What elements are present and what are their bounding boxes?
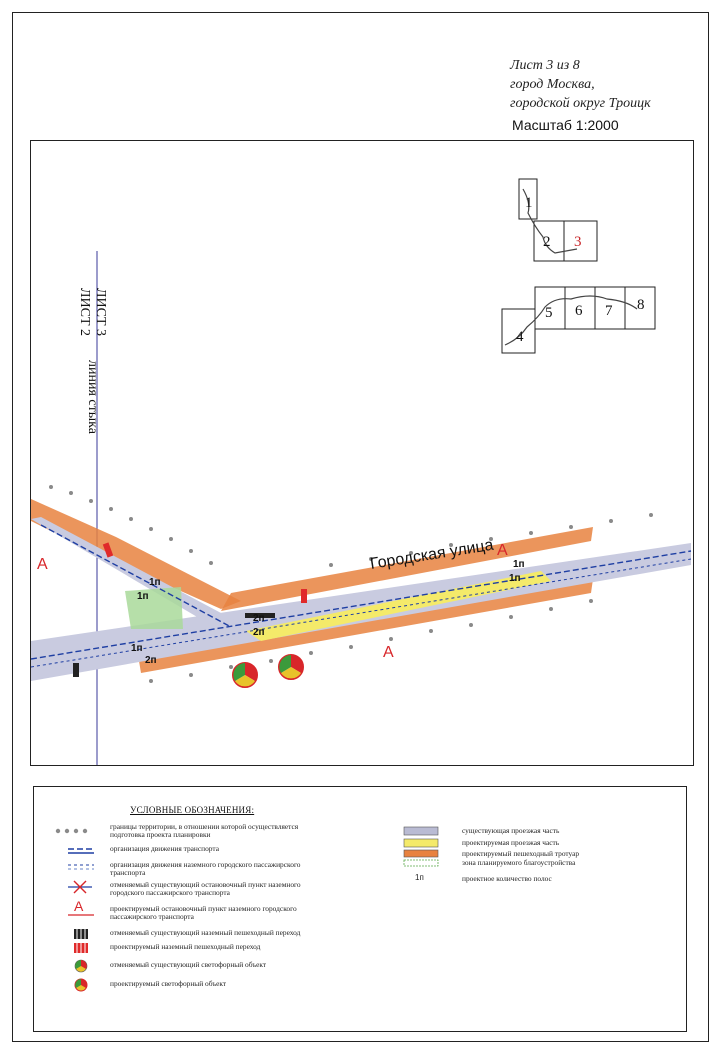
lane-label-8: 1п [509,573,521,584]
legend-item-boundary: границы территории, в отношении которой … [110,822,299,840]
existing-crossing-cancelled [73,663,79,677]
boundary-dots-symbol [55,828,88,834]
projected-traffic-light-symbol [74,978,88,992]
traffic-light-existing [232,662,258,688]
sidewalk-upper-right [221,527,593,611]
key-label-1: 1 [525,195,533,211]
traffic-light-projected [278,654,304,680]
projected-crossing-symbol [74,943,88,953]
sheet-boundary-upper: ЛИСТ 3 [93,288,108,336]
stop-marker-upper: А [497,542,508,559]
legend-item-projected-road: проектируемая проезжая часть [462,838,560,847]
city-name: город Москва, [510,77,595,92]
legend-item-lane-count: проектное количество полос [462,874,552,883]
cancelled-stop-symbol [68,880,92,894]
legend-item-sidewalk: проектируемый пешеходный тротуар [462,849,580,858]
sidewalk-swatch [403,849,439,858]
key-sheet-1-cell [518,178,538,220]
transit-organization-symbol [68,864,94,870]
key-sheet-4-cell [501,308,536,354]
sidewalk-upper-left [31,499,241,609]
key-label-6: 6 [575,303,583,319]
key-label-8: 8 [637,297,645,313]
stop-marker-lower: А [383,644,394,661]
boundary-dots [49,485,653,683]
legend-right-symbols [403,826,439,867]
key-label-5: 5 [545,305,553,321]
key-label-4: 4 [516,329,524,345]
lane-label-4: 2п [253,627,265,638]
junction-line-label: линия стыка [85,360,100,434]
key-sheet-3-cell [563,220,598,262]
key-label-2: 2 [543,234,551,250]
landscaping-zone [125,587,183,629]
legend-item-projected-stop: проектируемый остановочный пункт наземно… [110,904,297,922]
map-area: 1 2 3 4 5 6 7 8 [30,140,694,766]
lane-label-3: 2п [253,613,265,624]
legend-item-traffic: организация движения транспорта [110,844,220,853]
sidewalk-lower [139,579,593,673]
existing-crossing-bar [245,613,275,618]
projected-crossing-1 [102,542,114,558]
key-map-labels: 1 2 3 4 5 6 7 8 [516,195,645,345]
legend-item-cancelled-crossing: отменяемый существующий наземный пешеход… [110,928,301,937]
projected-crossing-2 [301,589,307,603]
key-label-7: 7 [605,303,613,319]
lane-labels: 1п 1п 2п 2п 1п 2п 1п 1п [131,559,525,666]
key-map [501,178,656,354]
lane-label-5: 1п [131,643,143,654]
projected-stop-symbol: А [68,898,94,916]
sheet-number: Лист 3 из 8 [510,58,580,73]
key-road-line-upper [522,188,578,254]
legend-panel: УСЛОВНЫЕ ОБОЗНАЧЕНИЯ: А [33,786,687,1032]
cancelled-traffic-light-symbol [74,959,88,973]
district-name: городской округ Троицк [510,96,651,111]
road-layers [31,499,692,681]
lane-label-1: 1п [149,577,161,588]
pedestrian-crossings [73,542,307,677]
legend-item-cancelled-light: отменяемый существующий светофорный объе… [110,960,267,969]
key-road-line-lower [504,295,638,346]
existing-road-swatch [403,826,439,836]
traffic-organization-symbol [68,848,94,854]
legend-item-existing-road: существующая проезжая часть [462,826,560,835]
landscaping-swatch [403,859,439,867]
legend-item-projected-crossing: проектируемый наземный пешеходный перехо… [110,942,261,951]
legend-title: УСЛОВНЫЕ ОБОЗНАЧЕНИЯ: [130,805,255,815]
legend-item-transit: организация движения наземного городског… [110,860,301,878]
transit-lane-line-1 [31,550,692,660]
cancelled-crossing-symbol [74,929,88,939]
legend-item-projected-light: проектируемый светофорный объект [110,979,227,988]
lane-count-symbol: 1п [415,873,424,882]
sheet-header: Лист 3 из 8 город Москва, городской окру… [510,56,710,113]
svg-text:А: А [74,898,84,914]
lane-label-7: 1п [513,559,525,570]
stop-markers: А А А [37,542,508,661]
map-scale: Масштаб 1:2000 [512,117,619,133]
key-label-3: 3 [574,234,582,250]
legend-item-cancelled-stop: отменяемый существующий остановочный пун… [110,880,301,898]
sheet-boundary-lower: ЛИСТ 2 [77,288,92,336]
lane-label-6: 2п [145,655,157,666]
legend-item-landscaping: зона планируемого благоустройства [462,858,576,867]
map-svg: 1 2 3 4 5 6 7 8 [31,178,692,765]
page-frame [12,12,709,1042]
projected-roadway [246,571,551,641]
key-sheet-8-cell [624,286,656,330]
projected-road-swatch [403,838,439,848]
legend-left-symbols: А [55,828,94,992]
lane-label-2: 1п [137,591,149,602]
stop-marker-left: А [37,556,48,573]
